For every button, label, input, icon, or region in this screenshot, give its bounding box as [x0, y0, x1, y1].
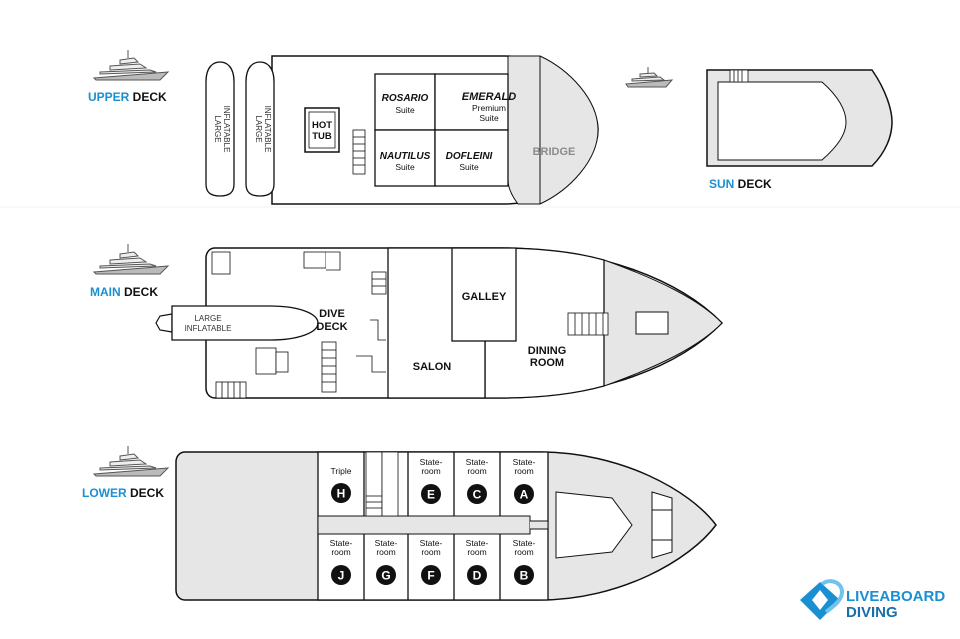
svg-text:INFLATABLE: INFLATABLE	[222, 106, 231, 153]
svg-text:INFLATABLE: INFLATABLE	[185, 324, 232, 333]
suite-dofleini: DOFLEINI	[446, 151, 493, 162]
hot-tub-label: HOT	[312, 120, 332, 131]
stateroom-label: State-	[330, 538, 353, 548]
stateroom-badge	[421, 484, 441, 504]
stateroom-label: State-	[513, 538, 536, 548]
svg-text:DIVING: DIVING	[846, 604, 898, 621]
stateroom-badge	[467, 565, 487, 585]
svg-text:LARGE: LARGE	[194, 314, 221, 323]
upper-inflatable-1: LARGE INFLATABLE	[205, 61, 235, 197]
stateroom-label: State-	[466, 538, 489, 548]
sun-deck-boat-icon	[625, 67, 674, 88]
svg-text:Suite: Suite	[395, 105, 415, 115]
stateroom-badge	[467, 484, 487, 504]
stateroom-label: room	[421, 547, 440, 557]
stateroom-letter: B	[520, 569, 529, 583]
svg-text:Triple: Triple	[331, 466, 352, 476]
svg-text:Suite: Suite	[395, 162, 415, 172]
svg-text:ROOM: ROOM	[530, 357, 564, 369]
stateroom-badge	[514, 565, 534, 585]
upper-deck-plan: UPPER DECK LARGE INFLATABLE LARGE INFLAT…	[0, 50, 960, 208]
upper-deck-boat-icon	[92, 50, 170, 81]
stateroom-letter: G	[381, 569, 390, 583]
svg-text:DECK: DECK	[316, 321, 347, 333]
stateroom-badge	[421, 565, 441, 585]
svg-text:Suite: Suite	[479, 113, 499, 123]
stateroom-letter: E	[427, 488, 435, 502]
upper-inflatable-2: LARGE INFLATABLE	[245, 61, 275, 197]
lower-deck-plan: LOWER DECK	[82, 446, 717, 601]
sun-deck-label: SUN DECK	[709, 177, 772, 191]
suite-nautilus: NAUTILUS	[380, 151, 431, 162]
bridge-area	[507, 55, 599, 205]
stateroom-label: room	[331, 547, 350, 557]
bridge-label: BRIDGE	[533, 146, 576, 158]
stateroom-badge	[331, 565, 351, 585]
stateroom-letter: C	[473, 488, 482, 502]
suite-emerald: EMERALD	[462, 91, 516, 103]
svg-text:INFLATABLE: INFLATABLE	[263, 106, 272, 153]
stateroom-label: room	[421, 466, 440, 476]
stateroom-label: State-	[466, 457, 489, 467]
galley-label: GALLEY	[462, 291, 507, 303]
main-deck-boat-icon	[92, 244, 170, 275]
stateroom-label: State-	[420, 457, 443, 467]
stateroom-label: State-	[375, 538, 398, 548]
stateroom-letter: A	[520, 488, 529, 502]
svg-text:Premium: Premium	[472, 103, 506, 113]
svg-text:Suite: Suite	[459, 162, 479, 172]
cabin-triple-h: Triple H	[331, 466, 352, 503]
stateroom-label: State-	[420, 538, 443, 548]
upper-stairs	[352, 129, 366, 175]
svg-text:LIVEABOARD: LIVEABOARD	[846, 588, 945, 605]
main-deck-plan: MAIN DECK	[90, 244, 724, 399]
suite-rosario: ROSARIO	[382, 93, 429, 104]
upper-deck-label: UPPER DECK	[88, 90, 167, 104]
svg-text:H: H	[337, 487, 346, 501]
stateroom-letter: F	[427, 569, 434, 583]
stateroom-badge	[514, 484, 534, 504]
stateroom-label: room	[514, 547, 533, 557]
stateroom-label: State-	[513, 457, 536, 467]
salon-label: SALON	[413, 361, 452, 373]
lower-deck-boat-icon	[92, 446, 170, 477]
stateroom-label: room	[467, 466, 486, 476]
stateroom-badge	[376, 565, 396, 585]
sun-deck-plan: SUN DECK	[625, 67, 893, 191]
stateroom-label: room	[467, 547, 486, 557]
main-inflatable: LARGE INFLATABLE	[155, 305, 319, 341]
svg-text:LARGE: LARGE	[213, 115, 222, 142]
stateroom-label: room	[514, 466, 533, 476]
dining-room-label: DINING	[528, 345, 567, 357]
stateroom-letter: J	[338, 569, 345, 583]
stateroom-letter: D	[473, 569, 482, 583]
dive-deck-label: DIVE	[319, 308, 345, 320]
liveaboard-diving-logo: LIVEABOARD DIVING	[800, 579, 945, 621]
stateroom-label: room	[376, 547, 395, 557]
svg-text:LARGE: LARGE	[254, 115, 263, 142]
main-deck-label: MAIN DECK	[90, 285, 158, 299]
lower-deck-label: LOWER DECK	[82, 486, 164, 500]
svg-text:TUB: TUB	[312, 131, 332, 142]
